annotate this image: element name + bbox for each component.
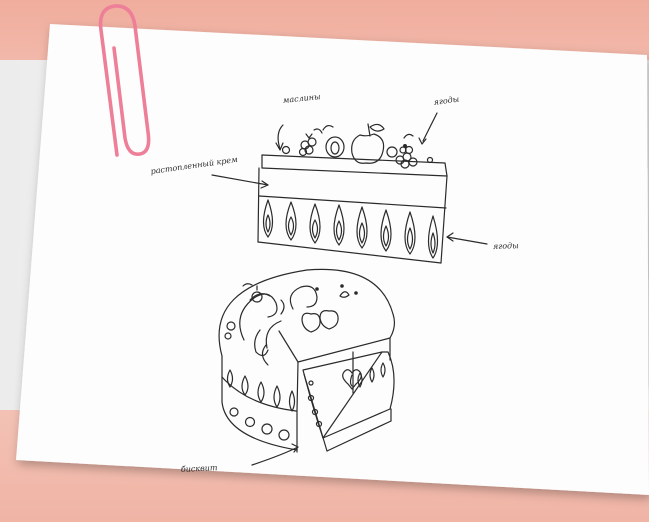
fruit-decorations-top (281, 123, 434, 169)
paper-card (16, 24, 649, 495)
label-olives: маслины (282, 92, 321, 105)
cake-section-drawing (211, 112, 488, 264)
label-berries-top: ягоды (433, 94, 460, 106)
cake-drawing (218, 268, 396, 466)
pointer-olive (277, 124, 284, 150)
label-sponge: бисквит (181, 463, 219, 474)
label-berries-side: ягоды (493, 241, 519, 251)
pointer-side (446, 236, 488, 245)
paperclip-icon (98, 4, 151, 157)
drop-decorations (262, 199, 439, 259)
pointer-sponge (251, 446, 299, 466)
pointer-cream (211, 174, 269, 186)
pointer-berries (422, 112, 438, 142)
